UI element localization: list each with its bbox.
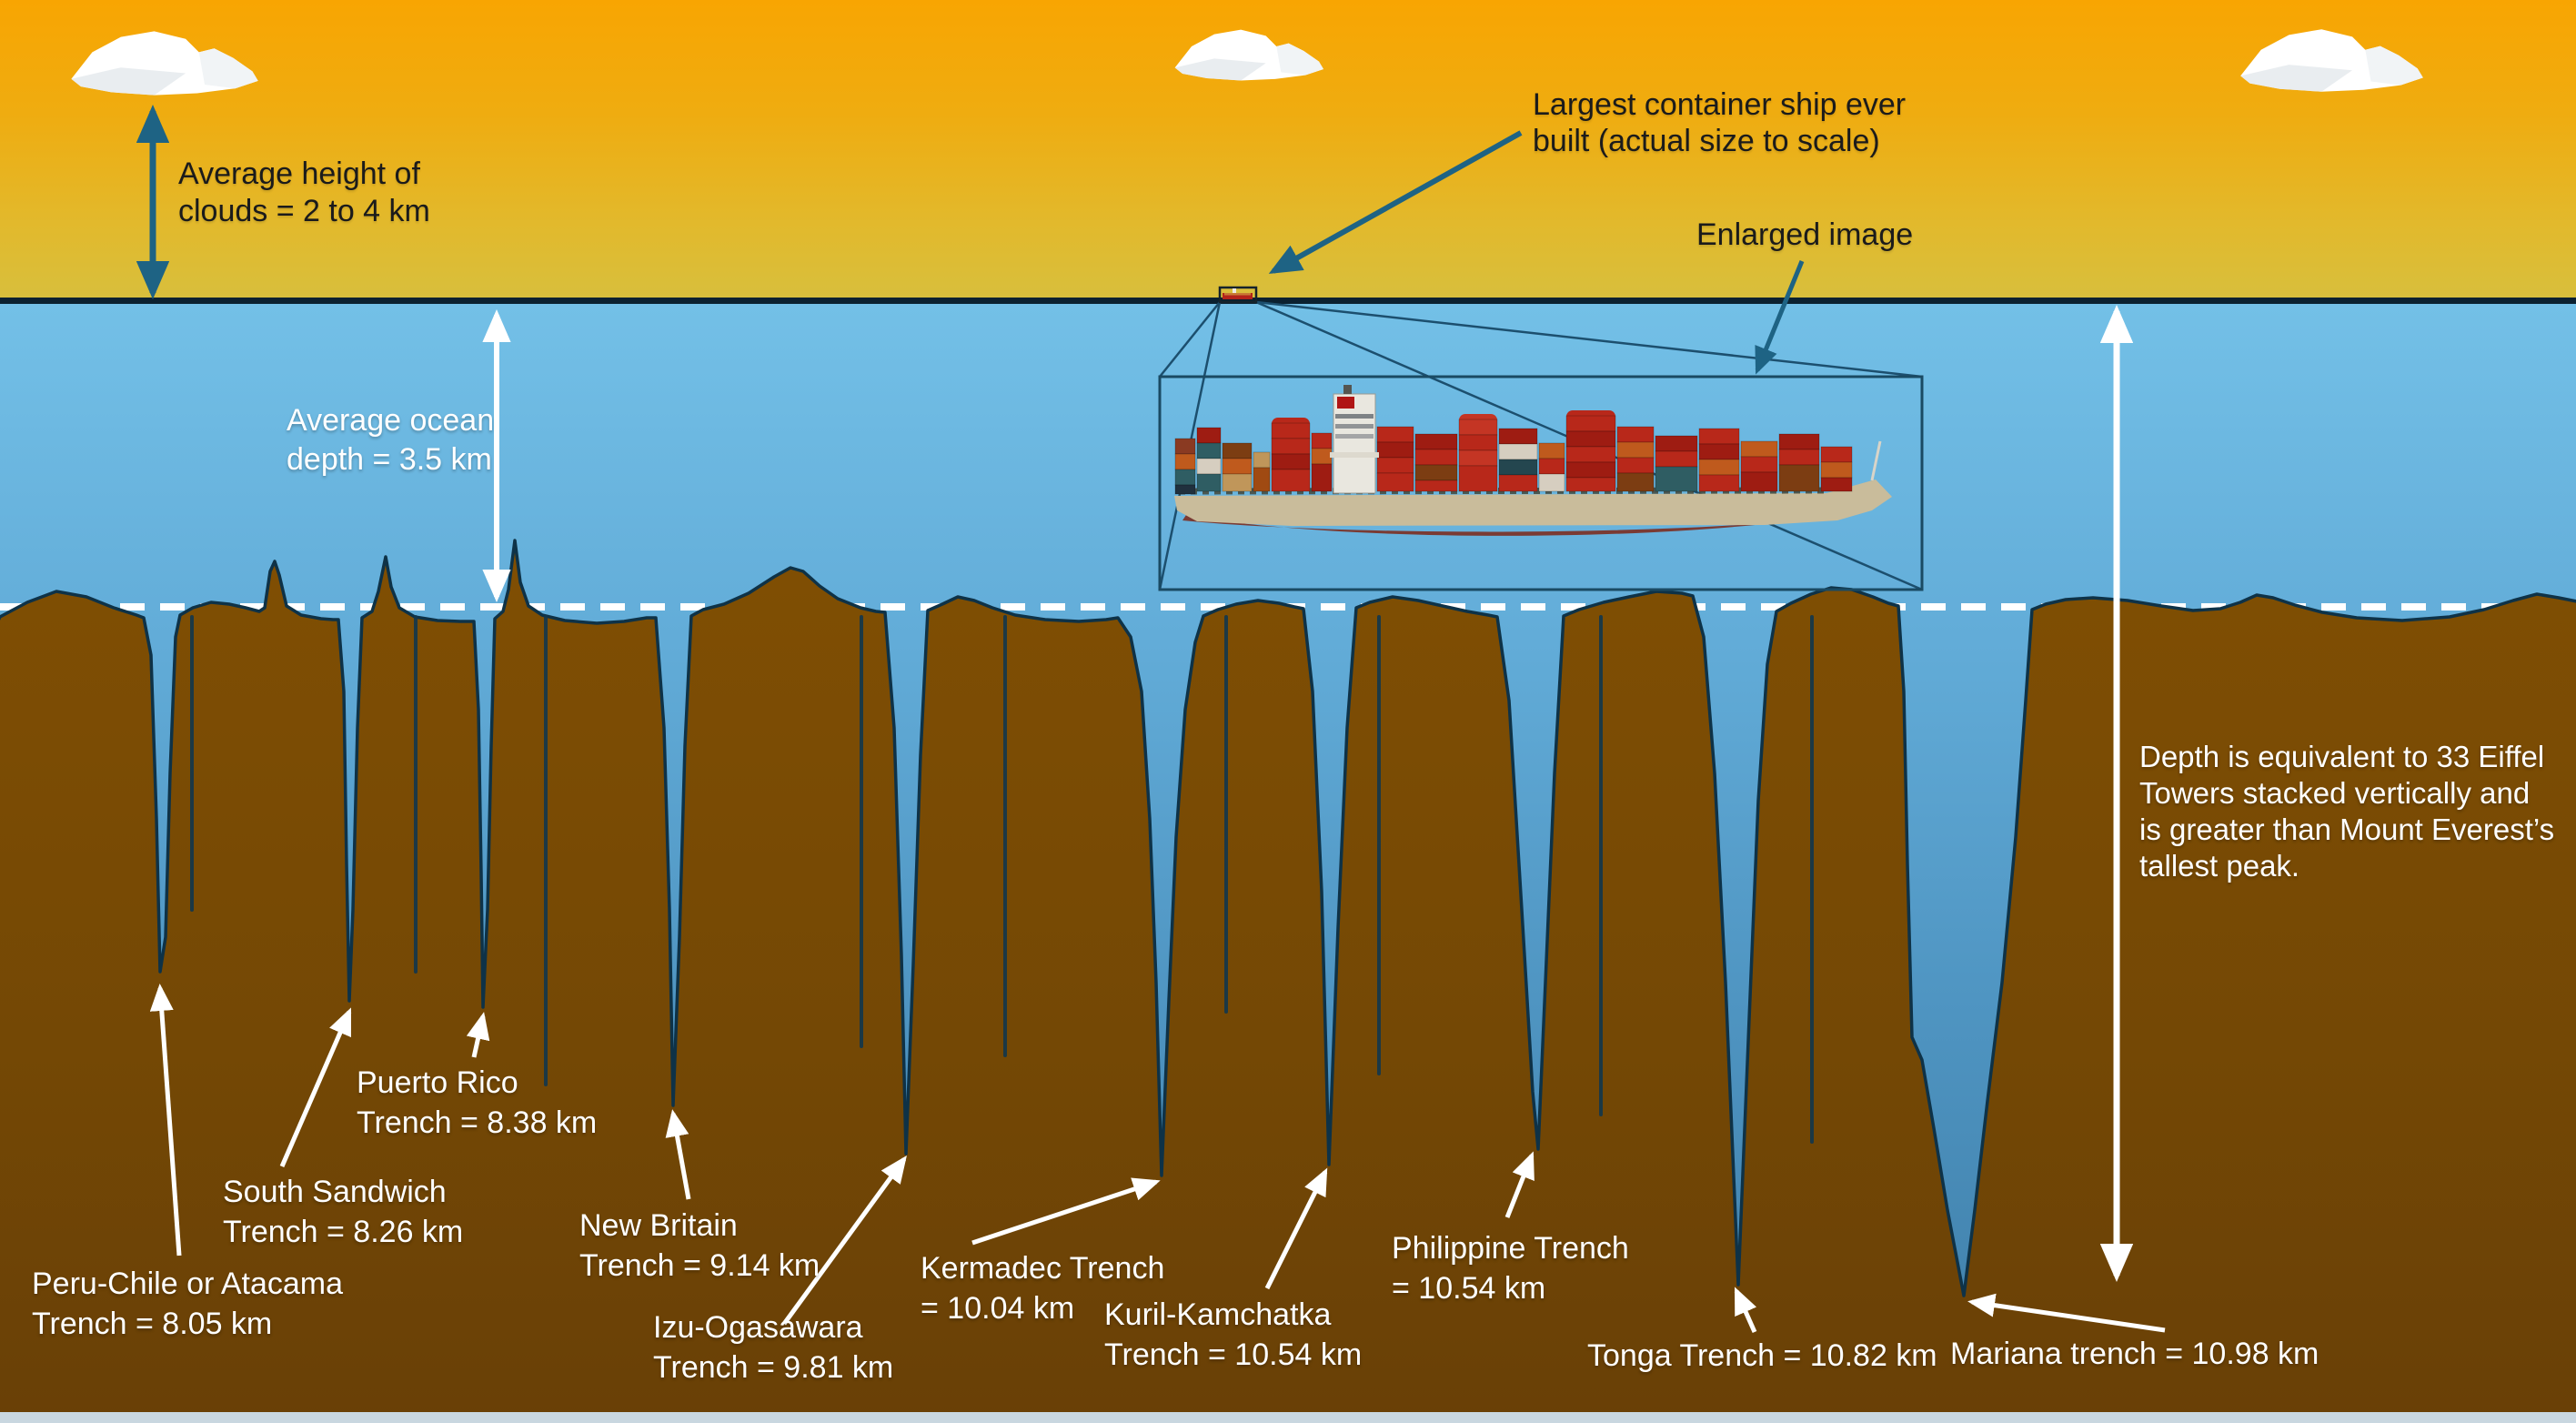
enlarged-image-box [1158, 375, 1924, 591]
trench-label-line: Puerto Rico [357, 1065, 518, 1100]
trench-label-line: Trench = 10.54 km [1104, 1337, 1363, 1372]
trench-label-line: Mariana trench = 10.98 km [1950, 1337, 2319, 1371]
depth-note-line4: tallest peak. [2139, 849, 2300, 883]
seafloor [0, 539, 2576, 1423]
avg-ocean-depth-label: Average ocean depth = 3.5 km [287, 401, 494, 479]
trench-arrow-kuril-kamchatka [1264, 1167, 1328, 1290]
depth-note-line2: Towers stacked vertically and [2139, 776, 2531, 810]
trench-arrow-philippine [1504, 1151, 1535, 1218]
trench-label-philippine: Philippine Trench = 10.54 km [1392, 1228, 1629, 1308]
trench-label-line: Tonga Trench = 10.82 km [1587, 1338, 1937, 1373]
trench-label-line: Trench = 8.05 km [32, 1307, 273, 1341]
sea-level-line [0, 298, 2576, 304]
trench-arrow-izu-ogasawara [781, 1155, 907, 1326]
depth-note-line1: Depth is equivalent to 33 Eiffel [2139, 740, 2545, 773]
actual-size-ship [1218, 286, 1258, 304]
enlarged-image-text: Enlarged image [1696, 217, 1914, 252]
cloud-icon [2240, 29, 2423, 92]
trench-label-mariana: Mariana trench = 10.98 km [1950, 1334, 2319, 1374]
trench-label-line: = 10.04 km [921, 1291, 1075, 1326]
trench-arrow-puerto-rico [466, 1012, 490, 1058]
largest-ship-label: Largest container ship ever built (actua… [1533, 86, 1906, 159]
trench-label-line: Trench = 9.81 km [653, 1350, 894, 1385]
trench-arrow-tonga [1734, 1287, 1757, 1334]
bottom-strip [0, 1412, 2576, 1423]
largest-ship-line1: Largest container ship ever [1533, 87, 1907, 122]
depth-note-line3: is greater than Mount Everest’s [2139, 812, 2555, 846]
cloud-icon [71, 31, 258, 96]
trench-label-line: Philippine Trench [1392, 1231, 1629, 1266]
trench-label-line: Trench = 9.14 km [579, 1248, 820, 1283]
ship-callout-arrow [1268, 130, 1523, 274]
trench-label-line: Peru-Chile or Atacama [32, 1267, 344, 1301]
avg-depth-line1: Average ocean [287, 403, 495, 438]
trench-arrows [149, 984, 2166, 1334]
trench-label-kermadec: Kermadec Trench = 10.04 km [921, 1248, 1164, 1328]
depth-equivalence-note: Depth is equivalent to 33 Eiffel Towers … [2139, 739, 2554, 884]
trench-label-line: South Sandwich [223, 1175, 447, 1209]
seafloor-fissures [190, 615, 1814, 1144]
cloud-height-label: Average height of clouds = 2 to 4 km [178, 156, 430, 230]
trench-label-line: Izu-Ogasawara [653, 1310, 863, 1345]
cloud-height-line1: Average height of [178, 156, 420, 191]
trench-label-line: New Britain [579, 1208, 738, 1243]
cloud-icon [1174, 29, 1323, 81]
largest-ship-line2: built (actual size to scale) [1533, 124, 1880, 158]
annotation-arrows [136, 105, 2134, 1282]
trench-arrow-mariana [1967, 1293, 2166, 1333]
trench-label-tonga: Tonga Trench = 10.82 km [1587, 1336, 1937, 1376]
trench-arrow-new-britain [665, 1109, 691, 1200]
trench-label-line: Kermadec Trench [921, 1251, 1165, 1286]
cloud-height-line2: clouds = 2 to 4 km [178, 194, 430, 228]
avg-depth-line2: depth = 3.5 km [287, 442, 492, 477]
trench-arrow-south-sandwich [279, 1007, 352, 1167]
trench-label-line: = 10.54 km [1392, 1271, 1546, 1306]
container-ship-image [1174, 385, 1892, 536]
trench-arrow-peru-chile [149, 984, 182, 1256]
trench-arrow-kermadec [971, 1177, 1161, 1246]
trench-label-line: Kuril-Kamchatka [1104, 1297, 1332, 1332]
enlarged-callout-arrow [1755, 260, 1805, 375]
trench-label-line: Trench = 8.38 km [357, 1105, 598, 1140]
enlarged-image-label: Enlarged image [1696, 217, 1913, 254]
trench-label-line: Trench = 8.26 km [223, 1215, 464, 1249]
